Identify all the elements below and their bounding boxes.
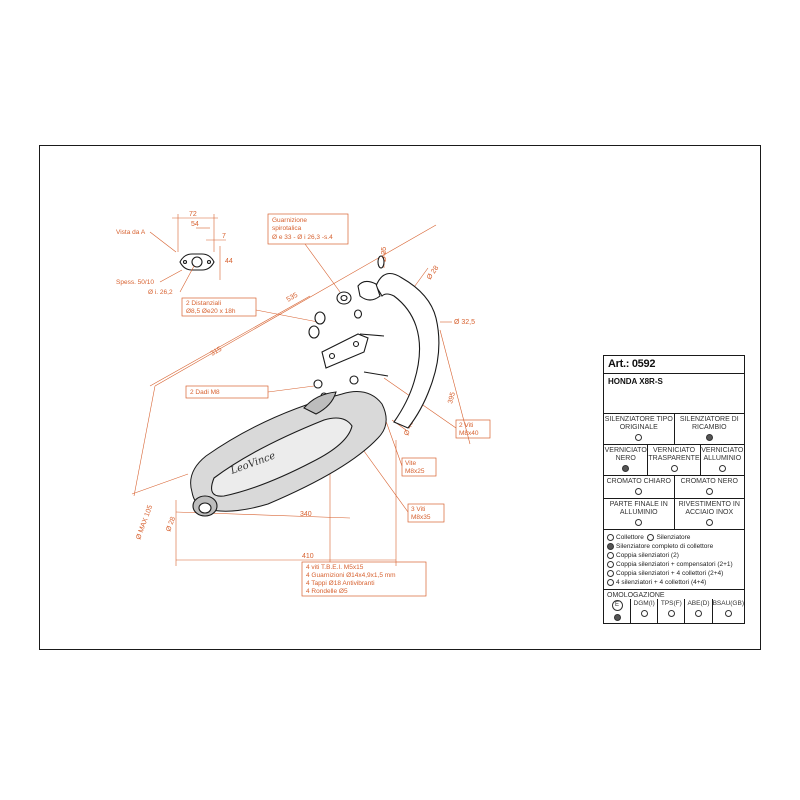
svg-text:Guarnizione: Guarnizione	[272, 217, 307, 224]
radio-parte-finale-alluminio	[635, 519, 643, 526]
homologation-row: E DGM(I) TPS(F) ABE(D) BSAU(GB)	[604, 599, 744, 623]
radio-verniciato-alluminio	[718, 465, 726, 472]
dim-d32-5: Ø 32,5	[454, 319, 475, 326]
view-label: Vista da A	[116, 229, 146, 236]
callout-screw-m8x25: Vite M8x25	[381, 409, 437, 477]
svg-text:M8x35: M8x35	[411, 514, 431, 521]
svg-text:M8x40: M8x40	[459, 430, 479, 437]
dim-7: 7	[222, 233, 226, 240]
svg-text:2 Distanziali: 2 Distanziali	[186, 300, 221, 307]
model-name: HONDA X8R-S	[604, 374, 744, 414]
svg-text:2 Viti: 2 Viti	[459, 422, 473, 429]
radio-di-ricambio	[705, 434, 713, 441]
svg-text:4 Rondelle Ø5: 4 Rondelle Ø5	[306, 588, 348, 595]
dim-315: 315	[210, 346, 224, 358]
homologation-abe: ABE(D)	[684, 599, 711, 623]
option-completo-di-collettore: Silenziatore completo di collettore	[607, 542, 741, 551]
callout-gasket: Guarnizione spirotalica Ø e 33 - Ø i 26,…	[267, 213, 349, 293]
svg-text:M8x25: M8x25	[405, 468, 425, 475]
svg-text:spirotalica: spirotalica	[272, 225, 302, 232]
homologation-tps: TPS(F)	[657, 599, 684, 623]
composition-options: Collettore Silenziatore Silenziatore com…	[604, 530, 744, 590]
svg-text:4 Tappi Ø18 Antivibranti: 4 Tappi Ø18 Antivibranti	[306, 580, 375, 587]
dim-d28: Ø 28	[426, 265, 440, 282]
option-di-ricambio: SILENZIATORE DI RICAMBIO	[673, 414, 745, 444]
callout-spacers: 2 Distanziali Ø8,5 Øe20 x 18h	[181, 297, 319, 323]
option-verniciato-trasparente: VERNICIATO TRASPARENTE	[647, 445, 700, 475]
radio-verniciato-trasparente	[670, 465, 678, 472]
flange-hole-label: Ø i. 26,2	[148, 289, 173, 296]
homologation-dgm: DGM(I)	[630, 599, 657, 623]
dim-d45: Ø 45	[403, 420, 415, 437]
svg-text:4 viti T.B.E.I. M5x15: 4 viti T.B.E.I. M5x15	[306, 564, 364, 571]
article-number: Art.: 0592	[604, 356, 744, 374]
dim-54: 54	[191, 221, 199, 228]
option-verniciato-nero: VERNICIATO NERO	[604, 445, 647, 475]
svg-text:2 Dadi M8: 2 Dadi M8	[190, 389, 220, 396]
svg-text:Ø e 33 - Ø i 26,3 -s.4: Ø e 33 - Ø i 26,3 -s.4	[272, 234, 333, 241]
radio-verniciato-nero	[622, 465, 630, 472]
callout-nuts: 2 Dadi M8	[185, 385, 315, 399]
svg-text:3 Viti: 3 Viti	[411, 506, 425, 513]
option-coppia-silenziatori: Coppia silenziatori (2)	[607, 551, 741, 560]
dim-410: 410	[302, 553, 314, 560]
flange-detail: Vista da A 72 54 7 44 Spess. 50/10 Ø i. …	[116, 211, 233, 296]
option-cromato-nero: CROMATO NERO	[673, 476, 745, 498]
drawing-sheet-frame	[39, 145, 761, 650]
option-rivestimento-inox: RIVESTIMENTO IN ACCIAIO INOX	[673, 499, 745, 529]
callout-screws-m8x35: 3 Viti M8x35	[355, 439, 445, 523]
end-part-row: PARTE FINALE IN ALLUMINIO RIVESTIMENTO I…	[604, 499, 744, 530]
callout-hardware-list: 4 viti T.B.E.I. M5x15 4 Guarnizioni Ø14x…	[301, 470, 427, 597]
option-verniciato-alluminio: VERNICIATO ALLUMINIO	[699, 445, 744, 475]
radio-rivestimento-inox	[705, 519, 713, 526]
dim-535: 535	[286, 292, 300, 304]
radio-silenziatore	[647, 533, 655, 541]
option-coppia-compensatori: Coppia silenziatori + compensatori (2+1)	[607, 560, 741, 569]
homologation-bsau: BSAU(GB)	[711, 599, 744, 623]
chrome-row: CROMATO CHIARO CROMATO NERO	[604, 476, 744, 499]
radio-tipo-originale	[635, 434, 643, 441]
option-tipo-originale: SILENZIATORE TIPO ORIGINALE	[604, 414, 674, 444]
svg-text:4 Guarnizioni Ø14x4,9x1,5 mm: 4 Guarnizioni Ø14x4,9x1,5 mm	[306, 572, 396, 579]
callout-screws-m8x40: 2 Viti M8x40	[383, 377, 491, 439]
dim-340: 340	[300, 511, 312, 518]
homologation-e: E	[604, 599, 630, 623]
svg-text:Vite: Vite	[405, 460, 416, 467]
option-cromato-chiaro: CROMATO CHIARO	[604, 476, 674, 498]
dim-d28-outlet: Ø 28	[165, 516, 177, 533]
e-mark-icon: E	[611, 600, 623, 611]
dim-395: 395	[447, 391, 457, 404]
dim-d25: Ø 25	[381, 247, 388, 262]
dim-max-105: Ø MAX 105	[135, 504, 154, 540]
finish-row: VERNICIATO NERO VERNICIATO TRASPARENTE V…	[604, 445, 744, 476]
radio-cromato-chiaro	[635, 488, 643, 495]
dimension-lines: 535 315 Ø 25 Ø 28 Ø 32,5 395 Ø 45 340 41…	[131, 224, 475, 566]
svg-text:Ø8,5 Øe20 x 18h: Ø8,5 Øe20 x 18h	[186, 308, 236, 315]
option-coppia-4-collettori: Coppia silenziatori + 4 collettori (2+4)	[607, 569, 741, 578]
option-4-silenziatori: 4 silenziatori + 4 collettori (4+4)	[607, 578, 741, 587]
thickness-label: Spess. 50/10	[116, 279, 154, 286]
dim-72: 72	[189, 211, 197, 218]
option-parte-finale-alluminio: PARTE FINALE IN ALLUMINIO	[604, 499, 674, 529]
spec-table: Art.: 0592 HONDA X8R-S SILENZIATORE TIPO…	[603, 355, 745, 624]
option-collettore: Collettore Silenziatore	[607, 533, 741, 542]
radio-cromato-nero	[705, 488, 713, 495]
silencer-type-row: SILENZIATORE TIPO ORIGINALE SILENZIATORE…	[604, 414, 744, 445]
homologation-title: OMOLOGAZIONE	[607, 592, 665, 599]
dim-44: 44	[225, 258, 233, 265]
exhaust-assembly: LeoVince	[190, 255, 440, 517]
